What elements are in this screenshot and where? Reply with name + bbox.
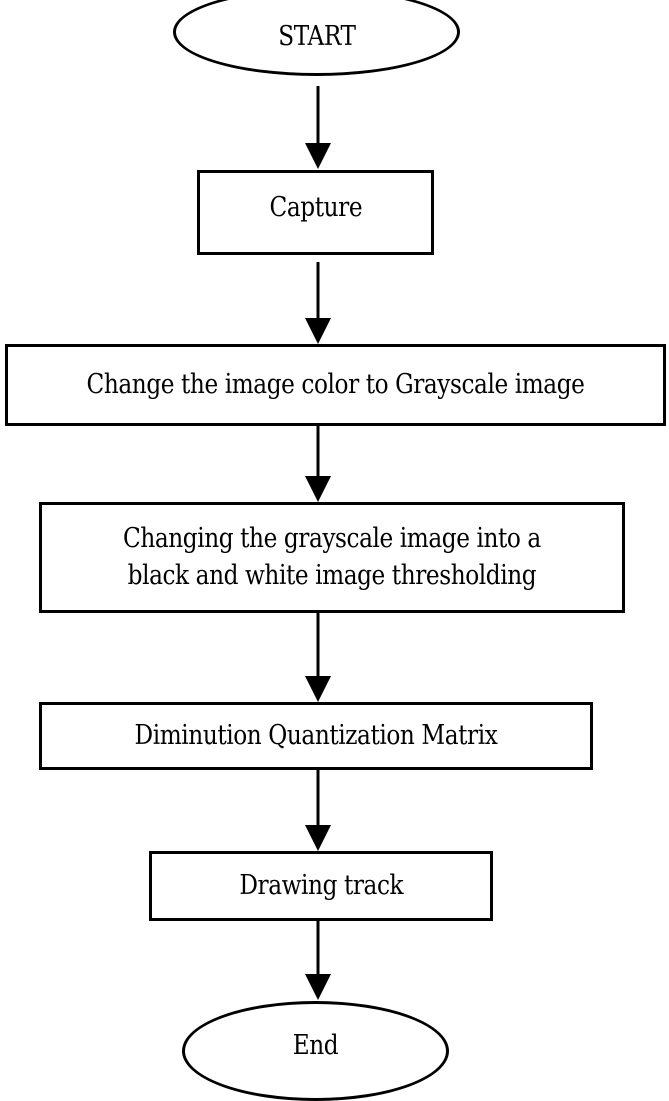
arrow-threshold-to-quantization (305, 613, 331, 702)
capture-label: Capture (269, 191, 362, 223)
end-node: End (182, 1001, 449, 1101)
capture-node: Capture (197, 170, 434, 255)
end-label: End (292, 1030, 339, 1062)
grayscale-label: Change the image color to Grayscale imag… (86, 369, 585, 401)
grayscale-node: Change the image color to Grayscale imag… (5, 344, 666, 426)
drawing-label: Drawing track (239, 870, 403, 902)
arrow-start-to-capture (305, 86, 331, 169)
arrow-drawing-to-end (305, 921, 331, 1000)
quantization-node: Diminution Quantization Matrix (39, 702, 593, 770)
threshold-node: Changing the grayscale image into a blac… (39, 502, 625, 613)
start-node: START (173, 0, 460, 76)
arrow-quantization-to-drawing (305, 770, 331, 851)
arrow-capture-to-grayscale (305, 262, 331, 344)
drawing-node: Drawing track (149, 851, 493, 921)
threshold-label: Changing the grayscale image into a blac… (123, 523, 541, 591)
start-label: START (277, 21, 356, 53)
arrow-grayscale-to-threshold (305, 426, 331, 502)
quantization-label: Diminution Quantization Matrix (134, 720, 498, 752)
